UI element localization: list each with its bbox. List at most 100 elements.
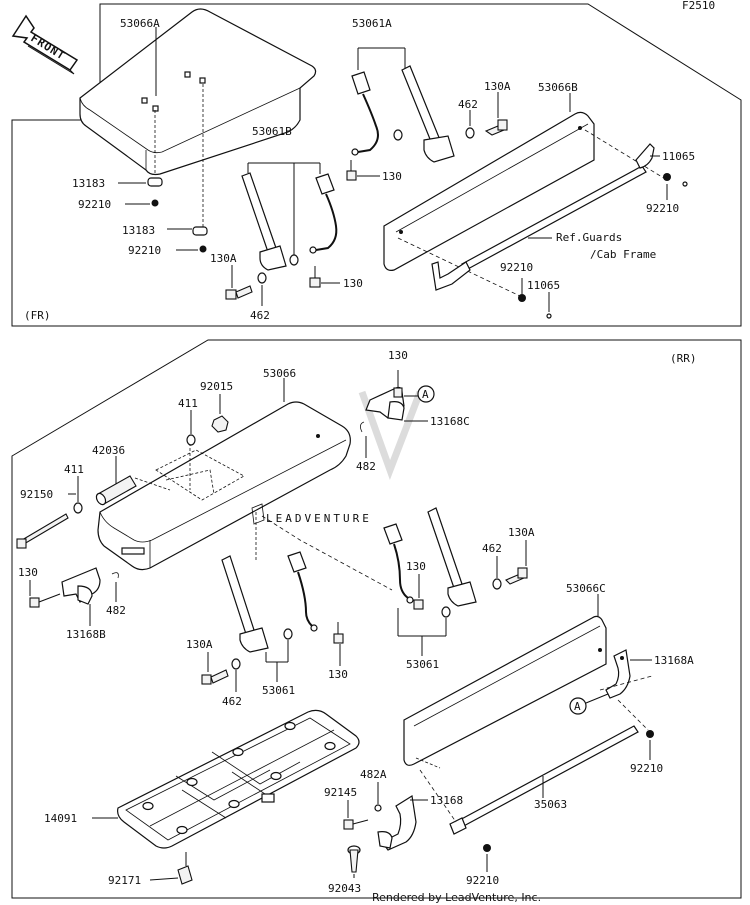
bolt-130-f [413,599,424,610]
seat-belt-53061-right [383,507,477,618]
label-13183-b: 13183 [122,224,155,237]
label-130-a: 130 [382,170,402,183]
nut-92210-e [646,730,654,738]
floor-tray-14091 [117,709,360,849]
rear-backrest [403,615,607,769]
cap-11065-a [682,181,688,187]
label-92210-e: 92210 [630,762,663,775]
bolt-130-b [309,266,321,288]
label-130-e: 130 [406,560,426,573]
label-53066: 53066 [263,367,296,380]
washer-411-a [186,434,196,446]
label-92150: 92150 [20,488,53,501]
label-13183-a: 13183 [72,177,105,190]
label-411-b: 411 [64,463,84,476]
stopper-92171 [177,865,193,885]
bolt-130-e [333,622,344,644]
ref-note-line1: Ref.Guards [556,231,622,244]
seat-belt-53061b [241,162,338,271]
label-462-d: 462 [482,542,502,555]
watermark-text: LEADVENTURE [266,512,372,525]
label-130A-d: 130A [508,526,535,539]
diagram-code: F2510 [682,0,715,12]
washer-462-b [257,272,267,284]
nut-92210-a [663,173,671,181]
callout-a-bottom [569,697,587,715]
bolt-130a-c [201,669,229,685]
label-130-d: 130 [18,566,38,579]
washer-462-c [231,658,241,670]
cap-11065-b [546,313,552,319]
label-130A-b: 130A [210,252,237,265]
label-13168: 13168 [430,794,463,807]
spacer-42036 [95,475,137,506]
rr-section-label: (RR) [670,352,697,365]
clip-482-b [111,572,119,579]
label-53061-a: 53061 [262,684,295,697]
bracket-13168a [605,649,631,699]
bracket-13183-b [192,226,208,236]
label-11065-a: 11065 [662,150,695,163]
fr-section: (FR) [11,3,742,327]
bolt-130-c [393,370,403,398]
rear-seat-cushion [97,401,351,571]
label-130-b: 130 [343,277,363,290]
label-92210-a: 92210 [646,202,679,215]
label-92210-c: 92210 [128,244,161,257]
label-92210-d: 92210 [500,261,533,274]
label-92210-b: 92210 [78,198,111,211]
pin-92043 [347,845,361,873]
label-35063: 35063 [534,798,567,811]
rr-section: (RR) LEADVENTURE [11,339,742,899]
washer-411-b [73,502,83,514]
front-seat-cushion [79,8,317,176]
label-53066B: 53066B [538,81,578,94]
label-13168B: 13168B [66,628,106,641]
callout-a-bottom-label: A [574,700,581,713]
label-14091: 14091 [44,812,77,825]
washer-462-top [465,127,475,139]
washer-462-d [492,578,502,590]
bracket-13168 [374,795,417,851]
callout-a-top-label: A [422,388,429,401]
nut-92015 [211,415,229,433]
label-92210-f: 92210 [466,874,499,887]
footer-credit: Rendered by LeadVenture, Inc. [372,891,541,904]
guard-rod-35063 [449,725,639,835]
label-130A-c: 130A [186,638,213,651]
fr-section-label: (FR) [24,309,51,322]
label-411-a: 411 [178,397,198,410]
label-92043: 92043 [328,882,361,895]
label-92145: 92145 [324,786,357,799]
seat-belt-53061a [351,47,455,163]
seat-belt-53061-left [221,551,318,653]
callout-a-top [417,385,435,403]
label-53066A: 53066A [120,17,160,30]
bolt-130-d [29,593,61,608]
bracket-13168b [61,567,101,605]
label-130-c: 130 [388,349,408,362]
label-130-f: 130 [328,668,348,681]
label-462-top: 462 [458,98,478,111]
label-92171: 92171 [108,874,141,887]
bolt-130a-top [484,119,508,136]
label-13168C: 13168C [430,415,470,428]
nut-92210-b [151,199,159,207]
ref-note-line2: /Cab Frame [590,248,656,261]
label-53061B: 53061B [252,125,292,138]
label-462-b: 462 [250,309,270,322]
bolt-130a-b [225,285,253,300]
bracket-13183-a [147,177,163,187]
label-11065-b: 11065 [527,279,560,292]
label-42036: 42036 [92,444,125,457]
label-92015: 92015 [200,380,233,393]
watermark-logo: LEADVENTURE [266,390,424,525]
label-53061A: 53061A [352,17,392,30]
bolt-92150 [16,513,69,549]
nut-92210-f [483,844,491,852]
bolt-130-a [346,160,357,181]
label-482A: 482A [360,768,387,781]
bolt-92145 [343,819,369,830]
nut-92210-d [518,294,526,302]
